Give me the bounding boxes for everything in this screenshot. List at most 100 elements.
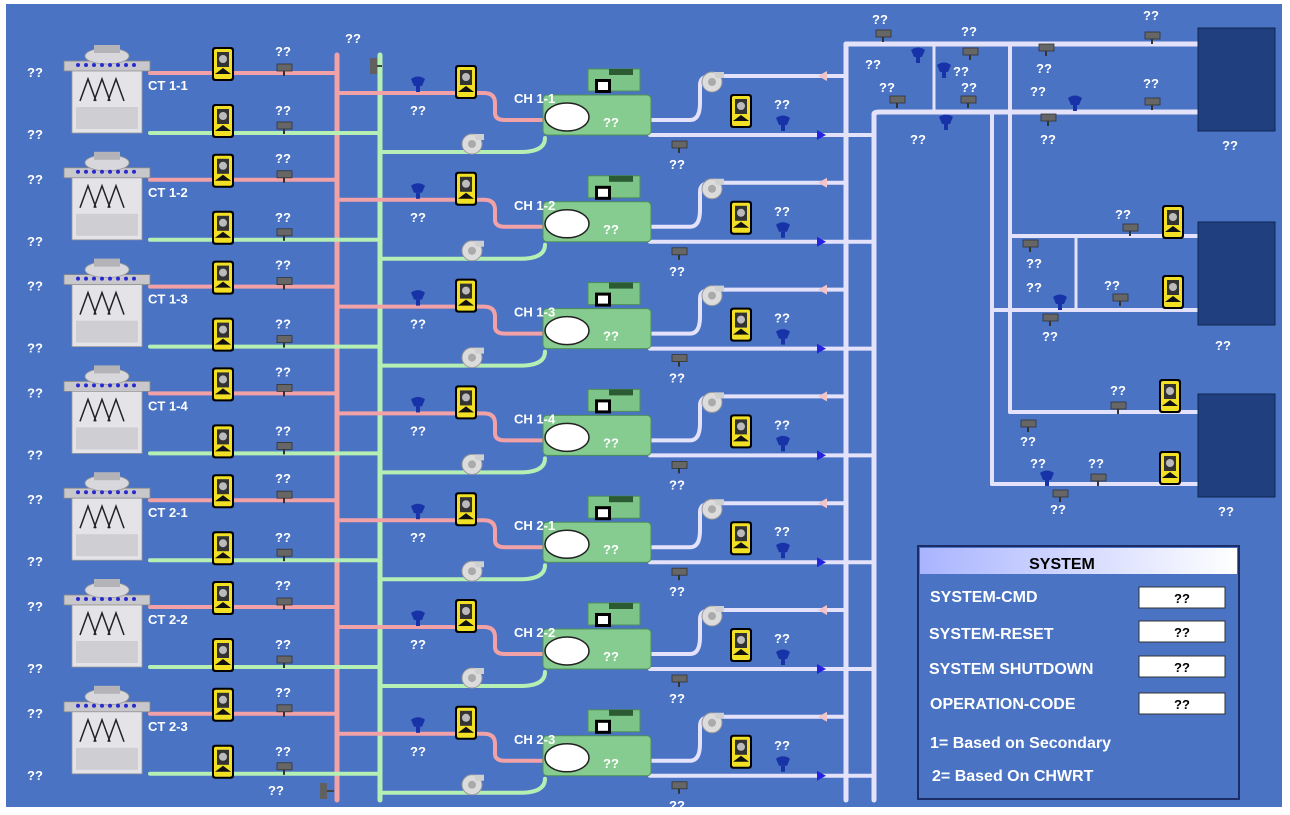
chilled-pump-vfd[interactable] xyxy=(730,307,752,342)
system-shutdown-field[interactable] xyxy=(1138,655,1226,678)
tower-supply-sensor[interactable] xyxy=(276,490,293,504)
chiller-unit[interactable] xyxy=(542,495,652,563)
chilled-valve[interactable] xyxy=(776,435,790,452)
tower-return-sensor[interactable] xyxy=(276,121,293,134)
chiller-unit[interactable] xyxy=(542,282,652,350)
tower-fan-vfd[interactable] xyxy=(212,687,234,722)
chiller-unit[interactable] xyxy=(542,68,652,136)
bottom-header-sensor[interactable] xyxy=(320,783,334,799)
cooling-tower-icon[interactable] xyxy=(63,365,151,454)
chilled-pump-vfd[interactable] xyxy=(730,414,752,449)
chilled-pump-vfd[interactable] xyxy=(730,200,752,235)
tower-fan-vfd[interactable] xyxy=(212,474,234,509)
condenser-pump[interactable] xyxy=(461,240,484,262)
mr-vfd-4[interactable] xyxy=(1159,451,1181,485)
cooling-tower-icon[interactable] xyxy=(63,258,151,348)
tower-pump-vfd[interactable] xyxy=(212,210,234,245)
condenser-pump-vfd[interactable] xyxy=(455,599,477,633)
chilled-pump[interactable] xyxy=(701,498,724,520)
tower-supply-sensor[interactable] xyxy=(276,383,293,397)
tr-valve-3[interactable] xyxy=(939,114,953,131)
load-block-3[interactable] xyxy=(1197,393,1276,498)
tower-supply-sensor[interactable] xyxy=(276,170,293,183)
mr-sensor-5[interactable] xyxy=(1110,401,1127,414)
condenser-valve[interactable] xyxy=(411,717,425,733)
condenser-pump[interactable] xyxy=(461,560,484,582)
tr-sensor-4[interactable] xyxy=(1144,31,1161,44)
chilled-sensor[interactable] xyxy=(671,354,688,367)
cooling-tower-icon[interactable] xyxy=(63,685,151,775)
chilled-sensor[interactable] xyxy=(671,140,688,153)
chiller-unit[interactable] xyxy=(542,175,652,243)
tr-sensor-2[interactable] xyxy=(962,47,979,60)
chilled-pump-vfd[interactable] xyxy=(730,94,752,128)
tr-valve-4[interactable] xyxy=(1068,95,1082,112)
condenser-valve[interactable] xyxy=(411,503,425,520)
tr-valve-1[interactable] xyxy=(911,47,925,64)
condenser-pump-vfd[interactable] xyxy=(455,65,477,99)
chilled-valve[interactable] xyxy=(776,649,790,666)
tr-sensor-6[interactable] xyxy=(960,95,977,108)
condenser-pump[interactable] xyxy=(461,453,484,475)
tower-fan-vfd[interactable] xyxy=(212,47,234,81)
tower-fan-vfd[interactable] xyxy=(212,153,234,188)
condenser-header-sensor[interactable] xyxy=(370,58,382,74)
chilled-pump[interactable] xyxy=(701,391,724,413)
chiller-unit[interactable] xyxy=(542,709,652,777)
tower-return-sensor[interactable] xyxy=(276,655,293,668)
chilled-pump[interactable] xyxy=(701,712,724,734)
tower-supply-sensor[interactable] xyxy=(276,704,293,717)
mr-valve-2[interactable] xyxy=(1040,470,1054,487)
mr-vfd-1[interactable] xyxy=(1162,205,1184,239)
chiller-unit[interactable] xyxy=(542,388,652,456)
tower-return-sensor[interactable] xyxy=(276,548,293,562)
condenser-pump[interactable] xyxy=(461,667,484,689)
tower-supply-sensor[interactable] xyxy=(276,597,293,610)
mr-vfd-3[interactable] xyxy=(1159,379,1181,413)
chilled-valve[interactable] xyxy=(776,115,790,132)
cooling-tower-icon[interactable] xyxy=(63,151,151,241)
chilled-pump-vfd[interactable] xyxy=(730,734,752,769)
tower-return-sensor[interactable] xyxy=(276,228,293,241)
chilled-sensor[interactable] xyxy=(671,460,688,474)
condenser-pump-vfd[interactable] xyxy=(455,705,477,740)
chilled-pump[interactable] xyxy=(701,605,724,627)
tower-supply-sensor[interactable] xyxy=(276,63,293,76)
cooling-tower-icon[interactable] xyxy=(63,579,151,668)
tr-sensor-5[interactable] xyxy=(889,95,906,108)
tower-fan-vfd[interactable] xyxy=(212,260,234,295)
cooling-tower-icon[interactable] xyxy=(63,45,151,134)
tower-pump-vfd[interactable] xyxy=(212,638,234,672)
tower-pump-vfd[interactable] xyxy=(212,317,234,352)
mr-valve-1[interactable] xyxy=(1053,294,1067,311)
tower-pump-vfd[interactable] xyxy=(212,104,234,138)
tower-pump-vfd[interactable] xyxy=(212,424,234,459)
mr-sensor-8[interactable] xyxy=(1090,473,1107,486)
tower-return-sensor[interactable] xyxy=(276,335,293,348)
operation-code-field[interactable] xyxy=(1138,692,1226,715)
chilled-valve[interactable] xyxy=(776,756,790,772)
mr-sensor-7[interactable] xyxy=(1052,489,1069,502)
condenser-pump[interactable] xyxy=(461,133,484,155)
condenser-pump[interactable] xyxy=(461,774,484,796)
tr-sensor-8[interactable] xyxy=(1144,97,1161,110)
load-block-1[interactable] xyxy=(1197,27,1276,132)
chilled-sensor[interactable] xyxy=(671,674,688,687)
chilled-pump-vfd[interactable] xyxy=(730,521,752,556)
mr-sensor-3[interactable] xyxy=(1042,313,1059,326)
condenser-valve[interactable] xyxy=(411,396,425,413)
chilled-valve[interactable] xyxy=(776,542,790,559)
tower-pump-vfd[interactable] xyxy=(212,744,234,779)
tr-sensor-7[interactable] xyxy=(1040,113,1057,126)
tower-return-sensor[interactable] xyxy=(276,762,293,775)
condenser-pump-vfd[interactable] xyxy=(455,171,477,206)
chilled-sensor[interactable] xyxy=(671,781,688,794)
chiller-unit[interactable] xyxy=(542,602,652,670)
tr-sensor-1[interactable] xyxy=(875,29,892,42)
mr-sensor-4[interactable] xyxy=(1112,293,1129,306)
tower-supply-sensor[interactable] xyxy=(276,277,293,290)
chilled-pump[interactable] xyxy=(701,178,724,200)
mr-sensor-2[interactable] xyxy=(1122,223,1139,236)
tr-sensor-3[interactable] xyxy=(1038,43,1055,56)
condenser-pump-vfd[interactable] xyxy=(455,492,477,527)
